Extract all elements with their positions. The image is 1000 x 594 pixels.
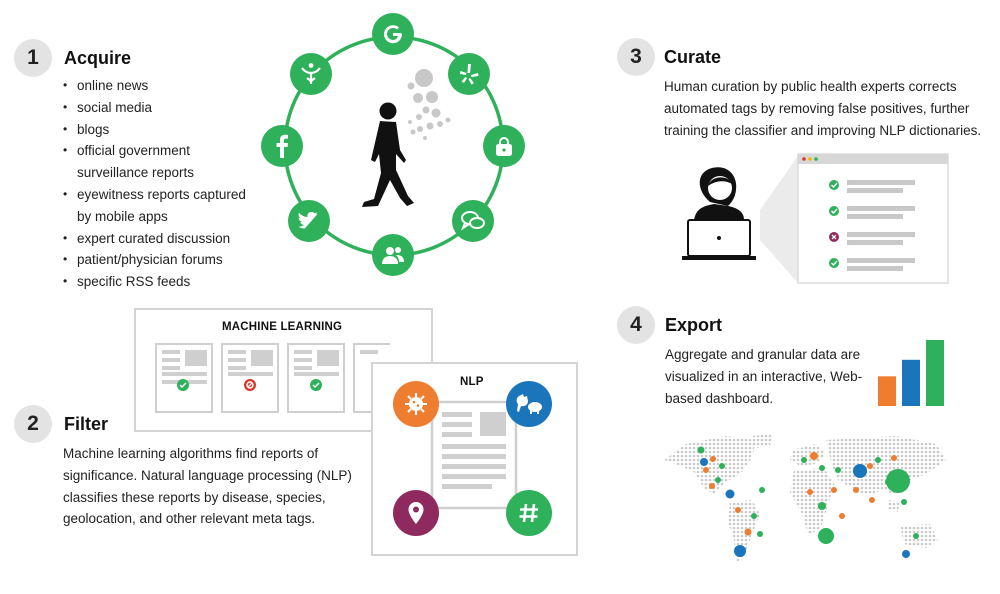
nlp-document bbox=[430, 400, 518, 510]
step-number-3: 3 bbox=[617, 38, 655, 76]
list-item: social media bbox=[63, 97, 263, 119]
curation-row-approved bbox=[829, 258, 915, 271]
ml-documents bbox=[155, 343, 390, 413]
list-item: expert curated discussion bbox=[63, 228, 263, 250]
chat-icon bbox=[452, 200, 494, 242]
world-map bbox=[664, 434, 946, 562]
list-item: patient/physician forums bbox=[63, 249, 263, 271]
users-icon bbox=[372, 234, 414, 276]
lock-icon bbox=[483, 125, 525, 167]
facebook-icon bbox=[261, 125, 303, 167]
yelp-icon bbox=[448, 53, 490, 95]
export-description: Aggregate and granular data are visualiz… bbox=[665, 347, 863, 406]
curation-row-rejected bbox=[829, 232, 915, 245]
nlp-title: NLP bbox=[460, 376, 484, 388]
machine-learning-title: MACHINE LEARNING bbox=[222, 321, 343, 333]
curate-heading: Curate bbox=[664, 47, 722, 67]
ml-document-approved bbox=[287, 343, 345, 413]
export-heading: Export bbox=[665, 315, 723, 335]
projection-beam bbox=[760, 156, 798, 283]
bar-orange bbox=[878, 376, 896, 406]
health-icon bbox=[290, 53, 332, 95]
acquire-source-list: online news social media blogs official … bbox=[63, 75, 263, 293]
ml-document-rejected bbox=[221, 343, 279, 413]
curation-row-approved bbox=[829, 206, 915, 219]
location-icon bbox=[393, 490, 439, 536]
acquire-heading: Acquire bbox=[64, 48, 132, 68]
walking-person-silhouette bbox=[362, 102, 414, 207]
google-icon bbox=[372, 13, 414, 55]
curation-illustration bbox=[682, 153, 949, 284]
list-item: blogs bbox=[63, 119, 263, 141]
map-data-points bbox=[697, 446, 919, 558]
thought-bubbles bbox=[407, 69, 451, 140]
filter-description: Machine learning algorithms find reports… bbox=[63, 446, 352, 527]
bar-blue bbox=[902, 359, 920, 406]
step-number-1: 1 bbox=[14, 39, 52, 77]
world-map-landmass bbox=[664, 434, 946, 562]
list-item: specific RSS feeds bbox=[63, 271, 263, 293]
curate-description: Human curation by public health experts … bbox=[664, 79, 982, 138]
list-item: eyewitness reports captured by mobile ap… bbox=[63, 184, 257, 228]
list-item: official government surveillance reports bbox=[63, 140, 212, 184]
curation-row-approved bbox=[829, 180, 915, 193]
twitter-icon bbox=[288, 200, 330, 242]
ml-document-approved bbox=[155, 343, 213, 413]
virus-icon bbox=[393, 381, 439, 427]
step-number-2: 2 bbox=[14, 405, 52, 443]
animals-icon bbox=[506, 381, 552, 427]
filter-heading: Filter bbox=[64, 414, 109, 434]
list-item: online news bbox=[63, 75, 263, 97]
hashtag-icon bbox=[506, 490, 552, 536]
step-number-4: 4 bbox=[617, 306, 655, 344]
dashboard-bar-chart-icon bbox=[878, 340, 944, 406]
bar-green bbox=[926, 340, 944, 406]
